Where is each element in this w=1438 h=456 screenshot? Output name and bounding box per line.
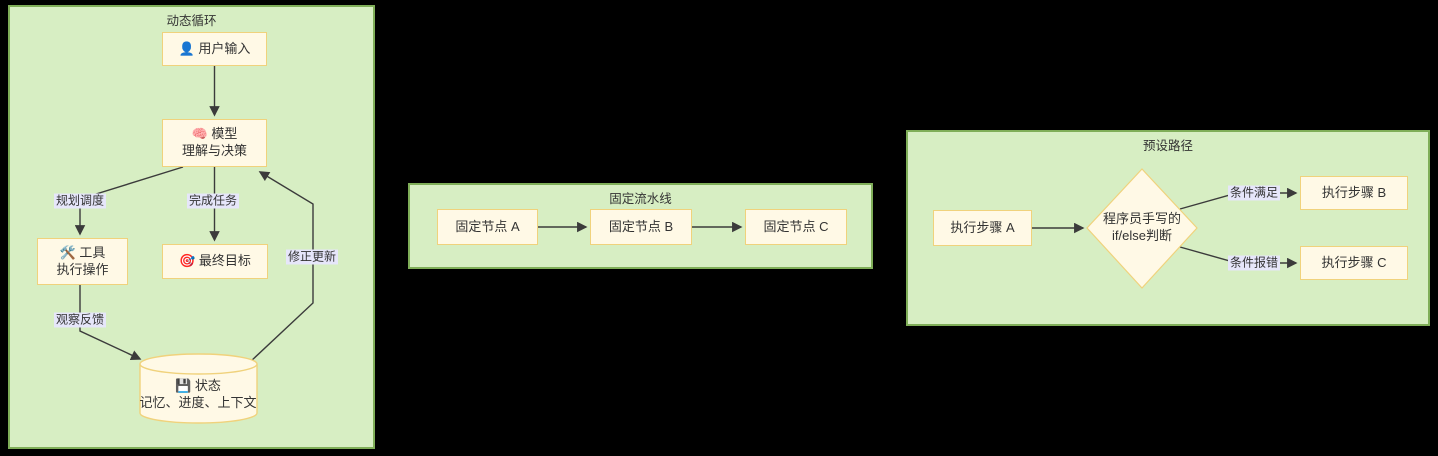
node-goal-label: 最终目标 (198, 253, 251, 269)
decision-diamond-text: 程序员手写的 if/else判断 (1103, 211, 1181, 245)
edge-label-complete: 完成任务 (186, 193, 240, 209)
edge-label-fix: 修正更新 (285, 249, 339, 265)
node-fixed-a: 固定节点 A (437, 209, 538, 245)
decision-label-line2: if/else判断 (1112, 228, 1172, 243)
node-fixed-a-label: 固定节点 A (455, 218, 520, 234)
cluster-dynamic-loop-title: 动态循环 (166, 14, 217, 28)
node-step-b: 执行步骤 B (1300, 176, 1408, 210)
node-step-c: 执行步骤 C (1300, 246, 1408, 280)
edge-label-observe: 观察反馈 (53, 312, 107, 328)
state-cylinder-body (139, 364, 258, 424)
cluster-preset-path-title: 预设路径 (1142, 139, 1194, 153)
node-model: 🧠 模型 理解与决策 (162, 119, 267, 167)
node-model-label-line1: 模型 (211, 126, 238, 142)
node-tools-label-line2: 执行操作 (56, 261, 109, 277)
state-cylinder-top (139, 353, 258, 375)
node-fixed-b-label: 固定节点 B (608, 218, 674, 234)
decision-label-line1: 程序员手写的 (1102, 211, 1182, 227)
edge-label-cond-ok: 条件满足 (1227, 185, 1281, 201)
node-user-input-label: 用户输入 (198, 40, 251, 56)
node-fixed-b: 固定节点 B (590, 209, 692, 245)
node-step-c-label: 执行步骤 C (1321, 254, 1387, 270)
state-cylinder-text: 💾 状态 记忆、进度、上下文 (139, 378, 256, 412)
node-fixed-c: 固定节点 C (745, 209, 847, 245)
node-user-input: 👤 用户输入 (162, 32, 267, 66)
floppy-disk-icon: 💾 (175, 378, 192, 394)
node-goal: 🎯 最终目标 (162, 244, 268, 279)
state-label-line2: 记忆、进度、上下文 (139, 395, 257, 410)
edge-label-cond-err: 条件报错 (1227, 255, 1281, 271)
edge-label-plan: 规划调度 (53, 193, 107, 209)
node-fixed-c-label: 固定节点 C (763, 218, 829, 234)
hammer-wrench-icon: 🛠️ (59, 244, 76, 260)
node-model-label-line2: 理解与决策 (181, 143, 247, 158)
edge-tools-to-state (79, 285, 142, 360)
node-tools: 🛠️ 工具 执行操作 (37, 238, 128, 285)
user-icon: 👤 (178, 40, 195, 56)
node-step-a-label: 执行步骤 A (950, 219, 1015, 235)
state-label-line1: 状态 (194, 378, 221, 394)
target-icon: 🎯 (179, 253, 196, 269)
node-step-b-label: 执行步骤 B (1321, 184, 1387, 200)
brain-icon: 🧠 (191, 126, 208, 142)
decision-diamond-shape (1086, 168, 1198, 289)
node-step-a: 执行步骤 A (933, 210, 1032, 246)
cluster-pipeline-title: 固定流水线 (609, 192, 672, 206)
node-tools-label-line1: 工具 (79, 244, 106, 260)
